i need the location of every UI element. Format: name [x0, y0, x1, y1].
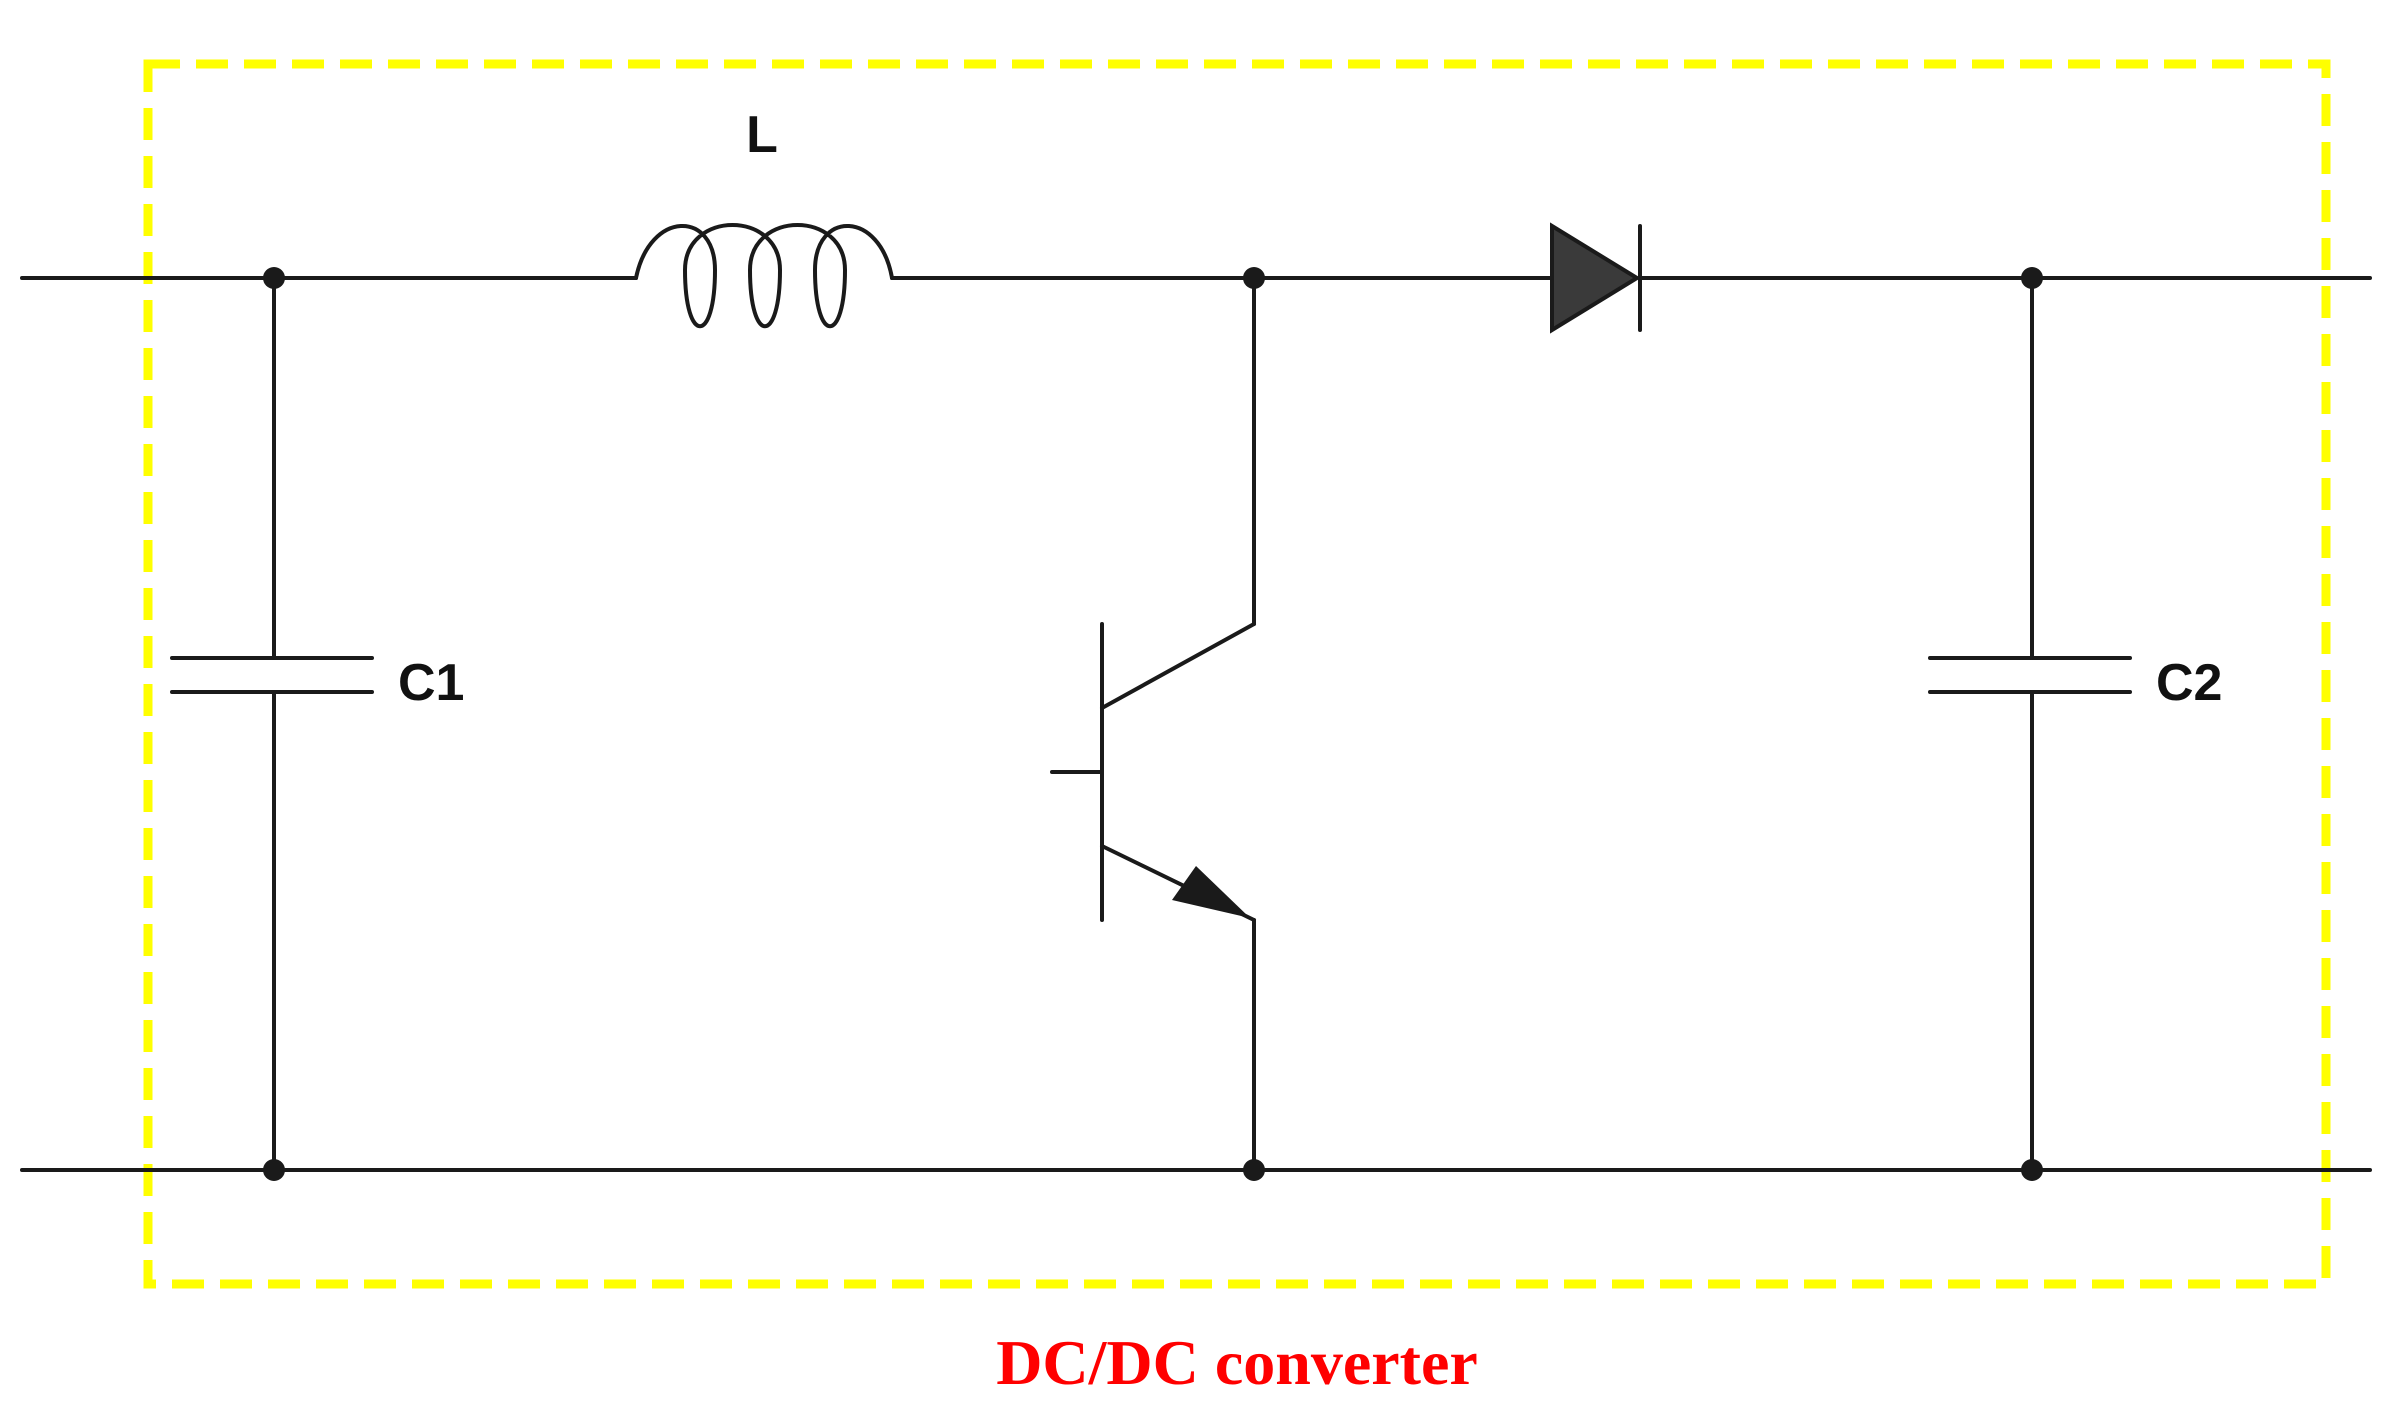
transistor-collector — [1100, 622, 1256, 710]
inductor-label: L — [746, 106, 778, 164]
junction-dot — [1243, 1159, 1265, 1181]
c1-label: C1 — [398, 654, 464, 712]
diode-symbol — [1550, 222, 1641, 334]
inductor-coil — [634, 223, 894, 329]
junction-dot — [263, 267, 285, 289]
c2-label: C2 — [2156, 654, 2222, 712]
converter-boundary — [143, 59, 2331, 1289]
diagram-caption: DC/DC converter — [996, 1327, 1478, 1398]
emitter-arrow — [1172, 866, 1250, 918]
junction-dot — [2021, 267, 2043, 289]
junction-dot — [263, 1159, 285, 1181]
junction-dot — [2021, 1159, 2043, 1181]
junction-dot — [1243, 267, 1265, 289]
